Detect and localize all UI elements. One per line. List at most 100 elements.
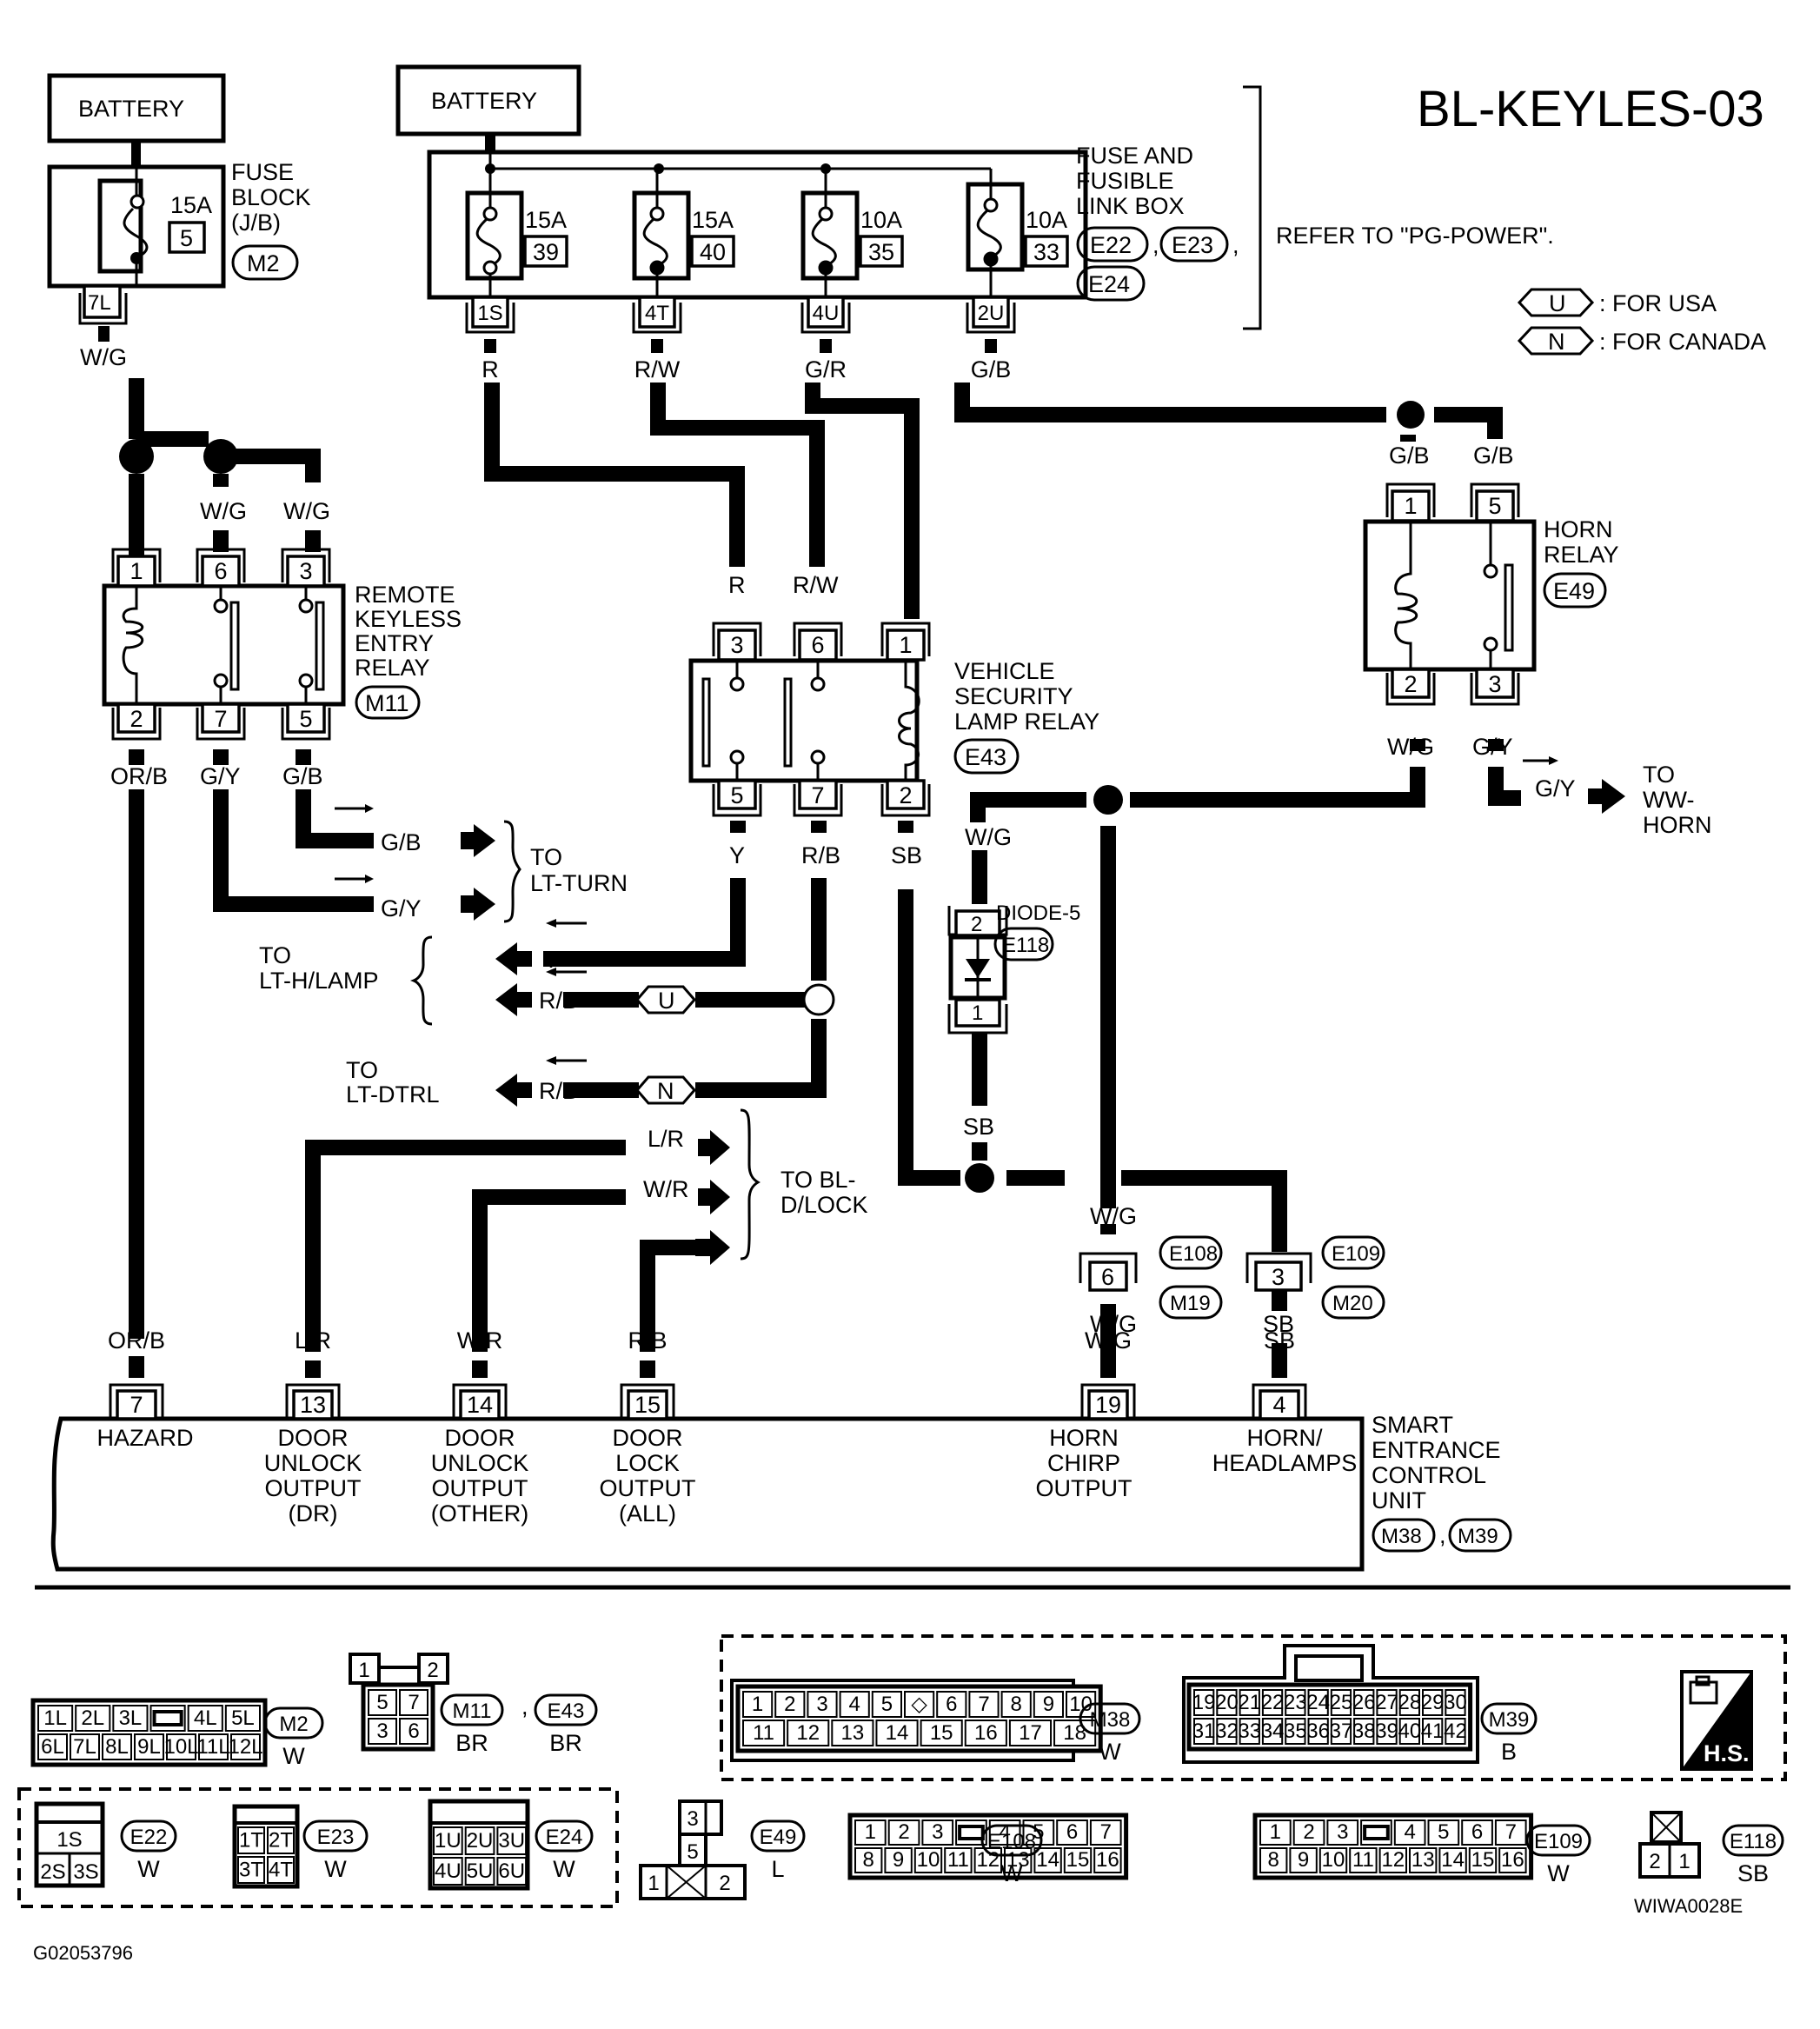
svg-text:M39: M39 bbox=[1458, 1525, 1498, 1548]
cavity-number: 8 bbox=[1268, 1848, 1279, 1872]
arrow-right-icon bbox=[698, 1130, 730, 1165]
open-splice bbox=[802, 983, 835, 1016]
svg-text:UNIT: UNIT bbox=[1372, 1487, 1426, 1513]
cavity-number: 4U bbox=[435, 1859, 462, 1883]
unit-pin-label: UNLOCK bbox=[431, 1450, 529, 1476]
pin-number: 1 bbox=[899, 632, 912, 658]
pin-number: 5 bbox=[730, 782, 743, 808]
switch-icon bbox=[701, 677, 711, 768]
connector-color: W bbox=[282, 1743, 305, 1769]
cavity-number: 16 bbox=[1501, 1848, 1524, 1872]
svg-text:1: 1 bbox=[358, 1659, 369, 1682]
connector-color: W bbox=[553, 1856, 575, 1882]
svg-text:E24: E24 bbox=[1088, 271, 1130, 297]
svg-text:E109: E109 bbox=[1332, 1242, 1380, 1266]
horn-pin-1: 1 bbox=[1385, 482, 1436, 522]
cavity-number: 7 bbox=[1100, 1820, 1112, 1844]
smart-entrance-control-unit bbox=[50, 1416, 1365, 1572]
svg-text:R/B: R/B bbox=[539, 1078, 578, 1104]
wire-color-label: W/G bbox=[1085, 1327, 1132, 1354]
connector-badge-m39: M39 bbox=[1448, 1518, 1512, 1553]
cavity-number: 13 bbox=[1006, 1848, 1030, 1872]
svg-text:OR/B: OR/B bbox=[110, 763, 168, 789]
svg-text:G/B: G/B bbox=[1389, 442, 1430, 469]
svg-text:W/G: W/G bbox=[1090, 1311, 1137, 1337]
svg-text:H.S.: H.S. bbox=[1704, 1740, 1750, 1766]
cavity-number: 3 bbox=[816, 1693, 827, 1716]
svg-text:W/G: W/G bbox=[80, 344, 127, 370]
svg-text:5: 5 bbox=[687, 1840, 698, 1864]
svg-text:HORN: HORN bbox=[1544, 516, 1613, 542]
svg-text:13: 13 bbox=[300, 1392, 326, 1418]
svg-text:G/B: G/B bbox=[282, 763, 323, 789]
svg-text:: FOR USA: : FOR USA bbox=[1599, 290, 1717, 316]
connector-color: W bbox=[1099, 1739, 1121, 1765]
cavity-number: 4L bbox=[194, 1706, 217, 1730]
cavity-number: 2T bbox=[269, 1828, 293, 1852]
diode-5: W/G 2 1 DIODE-5 E118 SB bbox=[947, 824, 1080, 1140]
wire-color-label: OR/B bbox=[108, 1327, 165, 1354]
pin-1S: 1S bbox=[465, 296, 515, 334]
usa-option-hex-icon bbox=[635, 985, 696, 1014]
cavity-number: 6 bbox=[946, 1693, 957, 1716]
connector-badge bbox=[231, 244, 299, 281]
cavity-number: 2L bbox=[81, 1706, 104, 1730]
svg-text:E109: E109 bbox=[1534, 1830, 1583, 1853]
svg-text:4T: 4T bbox=[645, 302, 669, 325]
cavity-number: 5 bbox=[1438, 1820, 1449, 1844]
cavity-number: 27 bbox=[1375, 1691, 1398, 1714]
cavity-number: 15 bbox=[930, 1721, 953, 1745]
cavity-number: 28 bbox=[1398, 1691, 1421, 1714]
svg-text:FUSE: FUSE bbox=[231, 159, 294, 185]
cavity-number: 23 bbox=[1284, 1691, 1307, 1714]
fuse-number: 40 bbox=[700, 239, 726, 265]
connector-color: W bbox=[1000, 1860, 1023, 1886]
pin-number: 3 bbox=[730, 632, 743, 658]
svg-text:SB: SB bbox=[891, 842, 922, 868]
pin-7L: 7L bbox=[78, 284, 128, 325]
remote-keyless-entry-relay bbox=[102, 583, 346, 707]
cavity-number: 34 bbox=[1261, 1720, 1285, 1743]
fuse-rating: 10A bbox=[1026, 207, 1067, 233]
svg-text:TO: TO bbox=[1643, 762, 1675, 788]
brace-icon bbox=[503, 820, 521, 923]
svg-text:M19: M19 bbox=[1170, 1292, 1211, 1315]
cavity-number: 3T bbox=[239, 1858, 263, 1881]
svg-text:W/G: W/G bbox=[1387, 734, 1434, 760]
svg-text:1: 1 bbox=[1678, 1850, 1690, 1873]
vsl-pin-6: 6 bbox=[793, 622, 843, 662]
cavity-number: 29 bbox=[1421, 1691, 1445, 1714]
svg-text:19: 19 bbox=[1095, 1392, 1121, 1418]
cavity-number: 4 bbox=[849, 1693, 860, 1716]
splice-dot bbox=[965, 1163, 994, 1193]
cavity-number: 14 bbox=[1036, 1848, 1059, 1872]
key-slot bbox=[1363, 1825, 1390, 1840]
coil-icon bbox=[122, 586, 144, 704]
svg-text:BATTERY: BATTERY bbox=[431, 88, 537, 114]
cavity-number: 7L bbox=[73, 1735, 96, 1759]
unit-pin-label: (OTHER) bbox=[431, 1500, 528, 1527]
rke-pin-2: 2 bbox=[111, 702, 162, 741]
cavity-number: 40 bbox=[1398, 1720, 1421, 1743]
cavity-number: 9 bbox=[1043, 1693, 1054, 1716]
horn-pin-3: 3 bbox=[1470, 668, 1520, 706]
svg-text:E43: E43 bbox=[965, 744, 1006, 770]
svg-text:G/B: G/B bbox=[1473, 442, 1514, 469]
cavity-number: 3 bbox=[376, 1720, 388, 1743]
arrow-left-icon bbox=[495, 1074, 532, 1107]
cavity-number: 1 bbox=[752, 1693, 763, 1716]
cavity-number: 5 bbox=[376, 1691, 388, 1714]
